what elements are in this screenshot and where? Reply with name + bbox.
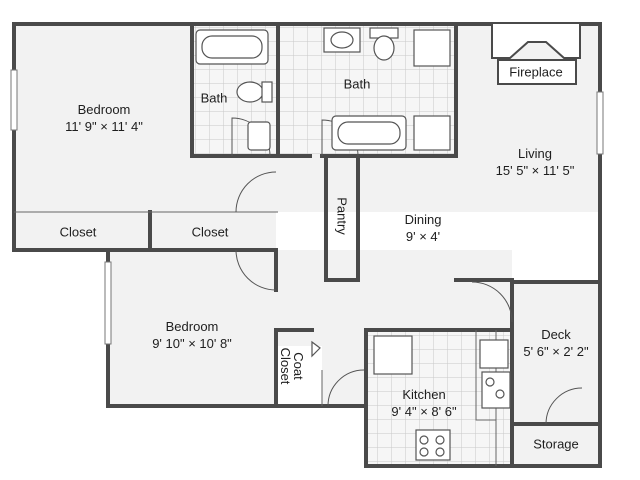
windows (10, 69, 604, 345)
fixtures (195, 27, 511, 461)
fireplace-shape (491, 24, 581, 85)
